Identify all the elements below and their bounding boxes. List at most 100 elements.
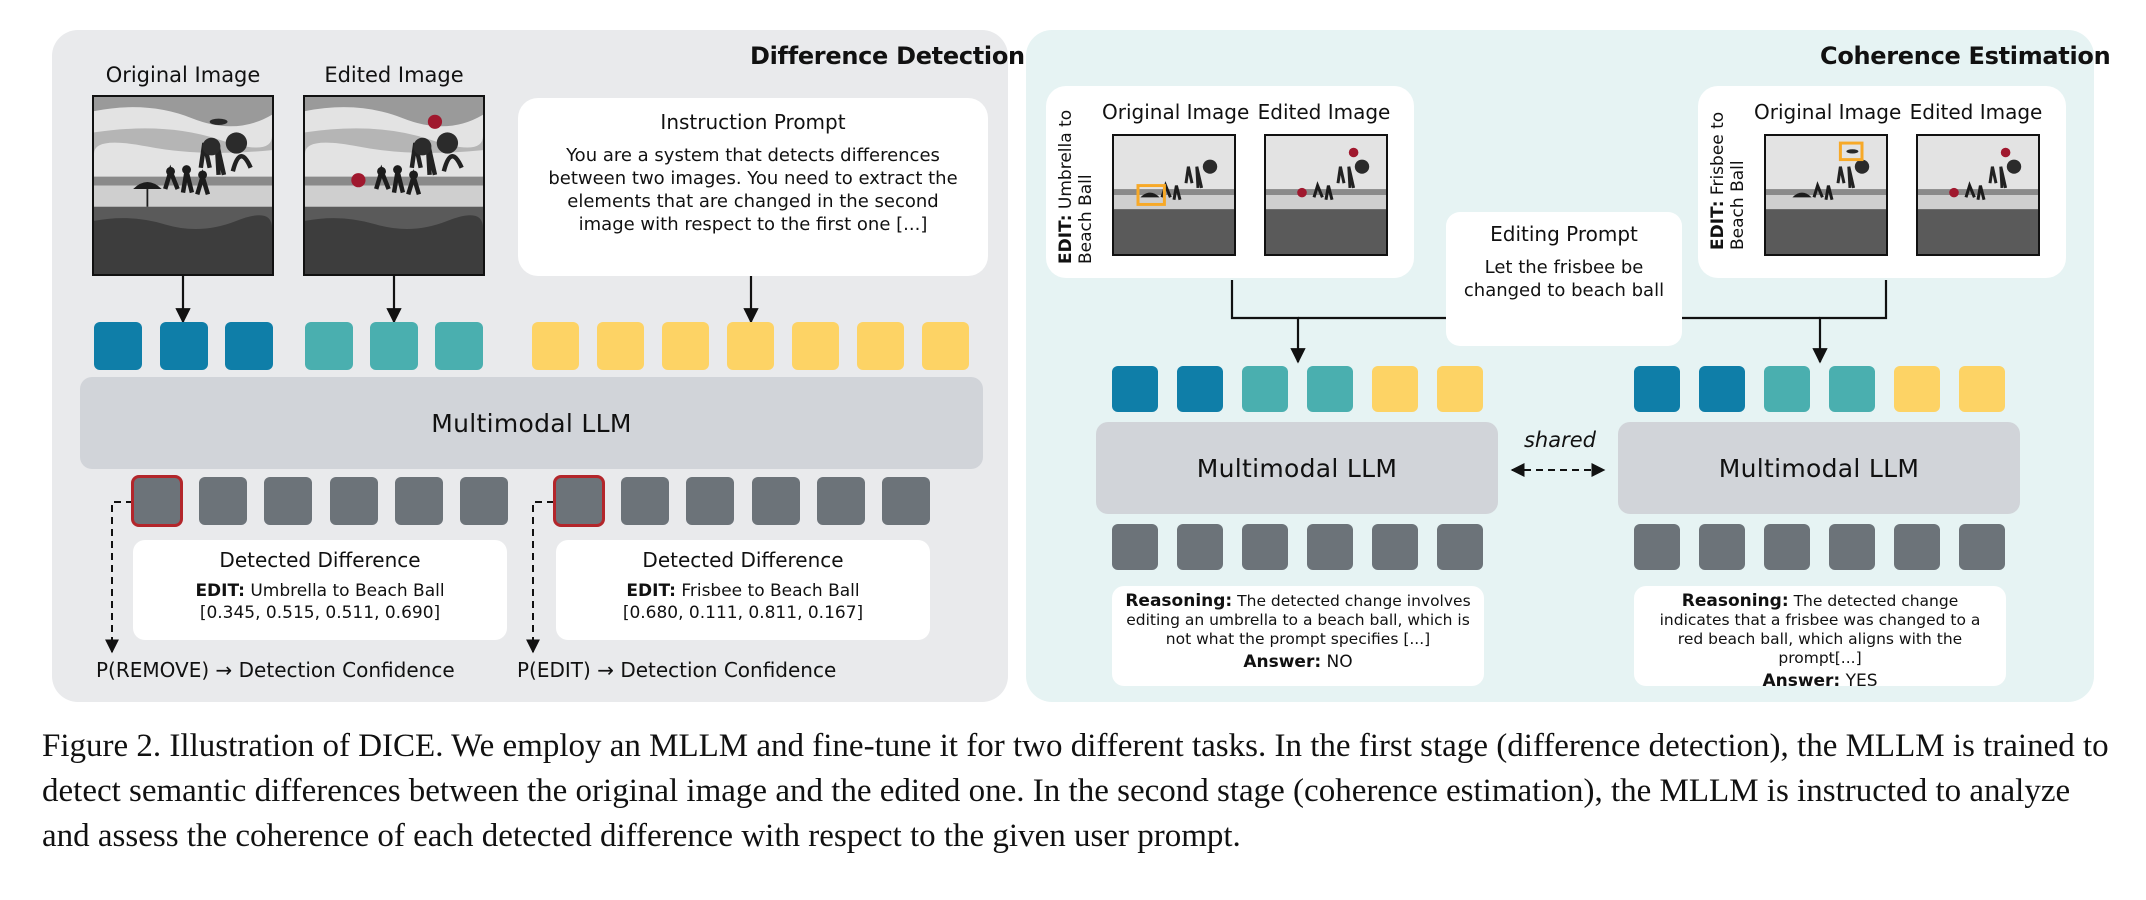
instruction-prompt-text: You are a system that detects difference… xyxy=(548,145,958,235)
difference-detection-title: Difference Detection xyxy=(750,42,1025,70)
output-token xyxy=(817,477,865,525)
output-token xyxy=(621,477,669,525)
text-token xyxy=(792,322,839,370)
arrow-right-icon: → xyxy=(215,658,233,682)
answer-line: Answer: YES xyxy=(1646,672,1994,691)
arrow-right-icon: → xyxy=(597,658,614,682)
original-beach-image xyxy=(92,95,274,276)
output-token xyxy=(1112,524,1158,570)
detected-bbox: [0.345, 0.515, 0.511, 0.690] xyxy=(199,603,441,623)
answer-prefix: Answer: xyxy=(1762,671,1841,691)
output-token xyxy=(1699,524,1745,570)
output-token xyxy=(686,477,734,525)
edit-text: Frisbee to Beach Ball xyxy=(681,581,860,601)
reasoning-prefix: Reasoning: xyxy=(1681,591,1789,611)
edited-image-label: Edited Image xyxy=(324,63,464,87)
probability-label: P(REMOVE) xyxy=(96,658,210,682)
edit-text: Beach Ball xyxy=(1076,174,1096,264)
output-token xyxy=(1242,524,1288,570)
text-token xyxy=(727,322,774,370)
image-token xyxy=(225,322,273,370)
edited-image-label: Edited Image xyxy=(1257,100,1391,124)
image-token xyxy=(370,322,418,370)
answer-value: NO xyxy=(1326,652,1353,672)
reasoning-text: Reasoning: The detected change involves … xyxy=(1124,592,1472,649)
text-token xyxy=(662,322,709,370)
image-token xyxy=(1112,366,1158,412)
edit-prefix: EDIT: xyxy=(1708,200,1728,250)
editing-prompt-title: Editing Prompt xyxy=(1490,222,1638,246)
edited-beach-image xyxy=(1916,134,2040,256)
detected-difference-title: Detected Difference xyxy=(219,548,421,572)
shared-label: shared xyxy=(1523,428,1596,452)
edit-text: Frisbee to xyxy=(1708,111,1728,196)
image-token xyxy=(1242,366,1288,412)
edit-text: Umbrella to xyxy=(1056,109,1076,210)
reasoning-card: Reasoning: The detected change involves … xyxy=(1112,586,1484,686)
edited-beach-image xyxy=(303,95,485,276)
instruction-prompt-card: Instruction Prompt You are a system that… xyxy=(518,98,988,276)
editing-prompt-card: Editing Prompt Let the frisbee be change… xyxy=(1446,212,1682,346)
output-token xyxy=(199,477,247,525)
answer-value: YES xyxy=(1845,671,1878,691)
image-token xyxy=(1634,366,1680,412)
reasoning-text: Reasoning: The detected change indicates… xyxy=(1646,592,1994,668)
detection-confidence-label: P(EDIT) → Detection Confidence xyxy=(517,658,836,682)
output-token-highlighted xyxy=(131,475,183,527)
detected-edit-line: EDIT: Umbrella to Beach Ball xyxy=(143,580,497,602)
detected-edit-line: EDIT: Frisbee to Beach Ball xyxy=(566,580,920,602)
image-token xyxy=(435,322,483,370)
instruction-prompt-title: Instruction Prompt xyxy=(660,110,846,134)
output-token xyxy=(1829,524,1875,570)
reasoning-body: The detected change indicates that a fri… xyxy=(1659,592,1981,667)
original-image-label: Original Image xyxy=(105,63,261,87)
text-token xyxy=(1959,366,2005,412)
output-token xyxy=(460,477,508,525)
output-token xyxy=(264,477,312,525)
text-token xyxy=(597,322,644,370)
output-token xyxy=(1634,524,1680,570)
text-token xyxy=(922,322,969,370)
edit-text: Beach Ball xyxy=(1728,160,1748,250)
original-beach-image xyxy=(1764,134,1888,256)
text-token xyxy=(1894,366,1940,412)
confidence-text: Detection Confidence xyxy=(238,658,455,682)
text-token xyxy=(857,322,904,370)
image-token xyxy=(1307,366,1353,412)
text-token xyxy=(1437,366,1483,412)
reasoning-prefix: Reasoning: xyxy=(1125,591,1233,611)
bbox-highlight xyxy=(1838,141,1864,162)
edited-beach-image xyxy=(1264,134,1388,256)
output-token xyxy=(882,477,930,525)
answer-line: Answer: NO xyxy=(1124,653,1472,672)
edit-label-b: EDIT: Frisbee to Beach Ball xyxy=(1708,112,1748,250)
output-token xyxy=(1894,524,1940,570)
edit-prefix: EDIT: xyxy=(1056,214,1076,264)
confidence-text: Detection Confidence xyxy=(620,658,837,682)
detection-confidence-label: P(REMOVE) → Detection Confidence xyxy=(96,658,455,682)
reasoning-body: The detected change involves editing an … xyxy=(1126,592,1471,648)
output-token xyxy=(1959,524,2005,570)
multimodal-llm-block: Multimodal LLM xyxy=(80,377,983,469)
detected-difference-title: Detected Difference xyxy=(642,548,844,572)
detected-difference-card: Detected Difference EDIT: Umbrella to Be… xyxy=(133,540,507,640)
figure-caption: Figure 2. Illustration of DICE. We emplo… xyxy=(42,728,2109,854)
image-token xyxy=(1177,366,1223,412)
image-token xyxy=(305,322,353,370)
probability-label: P(EDIT) xyxy=(517,658,591,682)
detected-bbox: [0.680, 0.111, 0.811, 0.167] xyxy=(622,603,864,623)
output-token xyxy=(1372,524,1418,570)
image-token xyxy=(1764,366,1810,412)
reasoning-card: Reasoning: The detected change indicates… xyxy=(1634,586,2006,691)
output-token-highlighted xyxy=(553,475,605,527)
output-token xyxy=(330,477,378,525)
original-beach-image xyxy=(1112,134,1236,256)
text-token xyxy=(532,322,579,370)
bbox-highlight xyxy=(1136,184,1166,206)
edit-text: Umbrella to Beach Ball xyxy=(250,581,445,601)
output-token xyxy=(395,477,443,525)
edit-prefix: EDIT: xyxy=(195,581,245,601)
edit-label-a: EDIT: Umbrella to Beach Ball xyxy=(1056,110,1096,264)
editing-prompt-text: Let the frisbee be changed to beach ball xyxy=(1463,257,1665,301)
original-image-label: Original Image xyxy=(1754,100,1902,124)
